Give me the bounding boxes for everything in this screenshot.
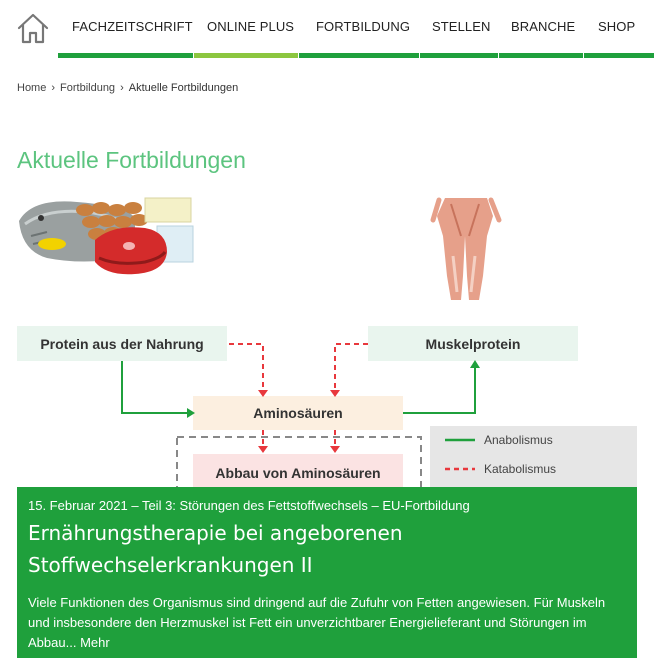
food-protein-label: Protein aus der Nahrung <box>40 336 203 352</box>
nav-underline-fortbildung <box>299 53 419 58</box>
nav-underline-shop <box>584 53 654 58</box>
arrowhead <box>187 408 195 418</box>
nav-underline-branche <box>499 53 583 58</box>
nav-item-fortbildung[interactable]: FORTBILDUNG <box>316 19 411 34</box>
page-title: Aktuelle Fortbildungen <box>17 147 246 173</box>
nav-item-fachzeitschrift[interactable]: FACHZEITSCHRIFT <box>72 19 193 34</box>
legend-catabolic-label: Katabolismus <box>484 462 556 476</box>
nav-item-stellen[interactable]: STELLEN <box>432 19 491 34</box>
amino-degradation-label: Abbau von Aminosäuren <box>215 465 380 481</box>
amino-degradation-box <box>193 454 403 488</box>
amino-acids-label: Aminosäuren <box>253 405 342 421</box>
legend-box <box>430 426 637 488</box>
degradation-frame <box>176 436 422 488</box>
breadcrumb-current: Aktuelle Fortbildungen <box>128 82 239 94</box>
nav-underline-online-plus <box>194 53 298 58</box>
nav-item-branche[interactable]: BRANCHE <box>511 19 576 34</box>
article-title-line: Stoffwechselerkrankungen II <box>28 553 313 577</box>
article-excerpt-text: Viele Funktionen des Organismus sind dri… <box>28 595 606 650</box>
breadcrumb-home[interactable]: Home <box>17 82 47 94</box>
nav-underline-stellen <box>420 53 498 58</box>
article-teaser[interactable]: 15. Februar 2021 – Teil 3: Störungen des… <box>17 487 637 658</box>
article-title-line: Ernährungstherapie bei angeborenen <box>28 521 403 545</box>
food-protein-box <box>17 326 227 361</box>
muscle-figure-illustration <box>430 197 502 300</box>
article-meta: 15. Februar 2021 – Teil 3: Störungen des… <box>28 498 470 513</box>
nav-underline-fachzeitschrift <box>58 53 193 58</box>
breadcrumb-fortbildung[interactable]: Fortbildung <box>60 82 116 94</box>
amino-acids-box <box>193 396 403 430</box>
food-illustration <box>19 197 194 275</box>
arrowhead <box>470 360 480 368</box>
nav-item-online-plus[interactable]: ONLINE PLUS <box>207 19 295 34</box>
article-title[interactable]: Ernährungstherapie bei angeborenen Stoff… <box>28 517 627 581</box>
article-image[interactable]: Protein aus der Nahrung Muskelprotein Am… <box>17 196 637 488</box>
top-navigation: FACHZEITSCHRIFT ONLINE PLUS FORTBILDUNG … <box>0 0 654 58</box>
arrowhead <box>330 390 340 397</box>
muscle-protein-box <box>368 326 578 361</box>
arrowhead <box>330 446 340 453</box>
anabolic-arrows <box>121 361 476 414</box>
arrowhead <box>258 390 268 397</box>
catabolic-arrows <box>229 343 368 448</box>
arrowhead <box>258 446 268 453</box>
breadcrumb: Home › Fortbildung › Aktuelle Fortbildungen <box>17 82 238 94</box>
breadcrumb-separator: › <box>120 82 124 94</box>
read-more-link[interactable]: Mehr <box>80 635 110 650</box>
home-icon[interactable] <box>16 11 50 45</box>
legend-anabolic-label: Anabolismus <box>484 433 553 447</box>
breadcrumb-separator: › <box>51 82 56 94</box>
nav-item-shop[interactable]: SHOP <box>598 19 636 34</box>
article-excerpt: Viele Funktionen des Organismus sind dri… <box>28 593 627 653</box>
muscle-protein-label: Muskelprotein <box>426 336 521 352</box>
